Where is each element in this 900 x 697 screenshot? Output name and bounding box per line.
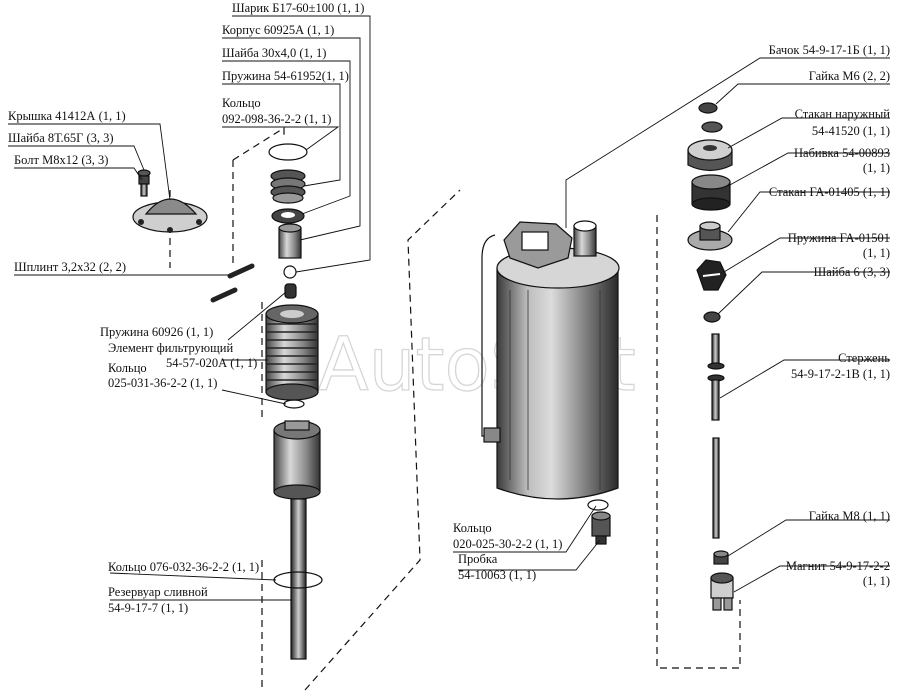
- assembly-line-cover: [232, 126, 285, 161]
- label-filter-element-line2: 54-57-020А (1, 1): [166, 356, 257, 370]
- nut-m8-part: [713, 550, 729, 565]
- drain-reservoir-part: [273, 420, 323, 660]
- label-spring-54-61952: Пружина 54-61952(1, 1): [222, 69, 349, 83]
- cover-41412a-part: [132, 198, 208, 233]
- label-rod-line2: 54-9-17-2-1В (1, 1): [791, 367, 890, 381]
- assembly-line-filter-right: [304, 189, 461, 691]
- washer-8t-part: [137, 169, 151, 177]
- label-ring-092-line2: 092-098-36-2-2 (1, 1): [222, 112, 331, 126]
- washer-30x4-part: [271, 208, 305, 224]
- label-ball: Шарик Б17-60±100 (1, 1): [232, 1, 364, 15]
- plug-54-10063-part: [591, 511, 611, 545]
- label-packing-line2: (1, 1): [863, 161, 890, 175]
- packing-54-00893-part: [691, 174, 731, 211]
- assembly-line-rod: [656, 215, 741, 669]
- label-rod-line1: Стержень: [838, 351, 890, 365]
- ring-020-part: [587, 499, 609, 511]
- label-body: Корпус 60925А (1, 1): [222, 23, 334, 37]
- body-60925a-part: [278, 223, 302, 259]
- label-packing-line1: Набивка 54-00893: [794, 146, 890, 160]
- leader-lines: [8, 15, 890, 601]
- label-ring-025-line2: 025-031-36-2-2 (1, 1): [108, 376, 217, 390]
- tank-54-9-17-1b-part: [481, 220, 620, 500]
- label-washer-8t: Шайба 8Т.65Г (3, 3): [8, 131, 114, 145]
- label-filter-element-line1: Элемент фильтрующий: [108, 341, 233, 355]
- rod-54-9-17-2-1v-part: [707, 333, 725, 539]
- cotter-pin-parts: [210, 263, 255, 303]
- label-spring-ga-line1: Пружина ГА-01501: [788, 231, 890, 245]
- label-magnet-line2: (1, 1): [863, 574, 890, 588]
- label-nut-m8: Гайка М8 (1, 1): [809, 509, 890, 523]
- label-cup-ga: Стакан ГА-01405 (1, 1): [769, 185, 890, 199]
- label-washer-6: Шайба 6 (3, 3): [814, 265, 890, 279]
- label-spring-60926: Пружина 60926 (1, 1): [100, 325, 213, 339]
- bolt-m8x12-part: [138, 175, 150, 197]
- label-ring-020-line2: 020-025-30-2-2 (1, 1): [453, 537, 562, 551]
- label-tank: Бачок 54-9-17-1Б (1, 1): [769, 43, 890, 57]
- label-reservoir-line2: 54-9-17-7 (1, 1): [108, 601, 188, 615]
- ring-025-part: [283, 399, 305, 409]
- magnet-54-9-17-2-2-part: [710, 572, 734, 611]
- label-ring-020-line1: Кольцо: [453, 521, 492, 535]
- spring-ga-01501-part: [696, 259, 727, 291]
- label-washer-30x4: Шайба 30х4,0 (1, 1): [222, 46, 326, 60]
- label-ring-076: Кольцо 076-032-36-2-2 (1, 1): [108, 560, 259, 574]
- ring-092-part: [268, 143, 308, 161]
- cup-ga-01405-part: [687, 221, 733, 251]
- label-outer-cup-line1: Стакан наружный: [795, 107, 891, 121]
- label-ring-025-line1: Кольцо: [108, 361, 147, 375]
- label-plug-line1: Пробка: [458, 552, 498, 566]
- label-plug-line2: 54-10063 (1, 1): [458, 568, 536, 582]
- spring-60926-part: [284, 283, 297, 299]
- label-ring-092-line1: Кольцо: [222, 96, 261, 110]
- label-cover: Крышка 41412А (1, 1): [8, 109, 126, 123]
- spring-54-61952-part: [270, 169, 306, 204]
- washer-6-part: [703, 311, 721, 323]
- outer-cup-54-41520-part: [687, 139, 733, 172]
- filter-element-part: [265, 304, 319, 401]
- label-outer-cup-line2: 54-41520 (1, 1): [812, 124, 890, 138]
- label-cotter-pin: Шплинт 3,2х32 (2, 2): [14, 260, 126, 274]
- label-bolt: Болт М8х12 (3, 3): [14, 153, 108, 167]
- label-reservoir-line1: Резервуар сливной: [108, 585, 208, 599]
- label-magnet-line1: Магнит 54-9-17-2-2: [786, 559, 890, 573]
- label-nut-m6: Гайка М6 (2, 2): [809, 69, 890, 83]
- nut-m6-parts: [698, 102, 723, 133]
- label-spring-ga-line2: (1, 1): [863, 246, 890, 260]
- ball-part: [283, 265, 297, 279]
